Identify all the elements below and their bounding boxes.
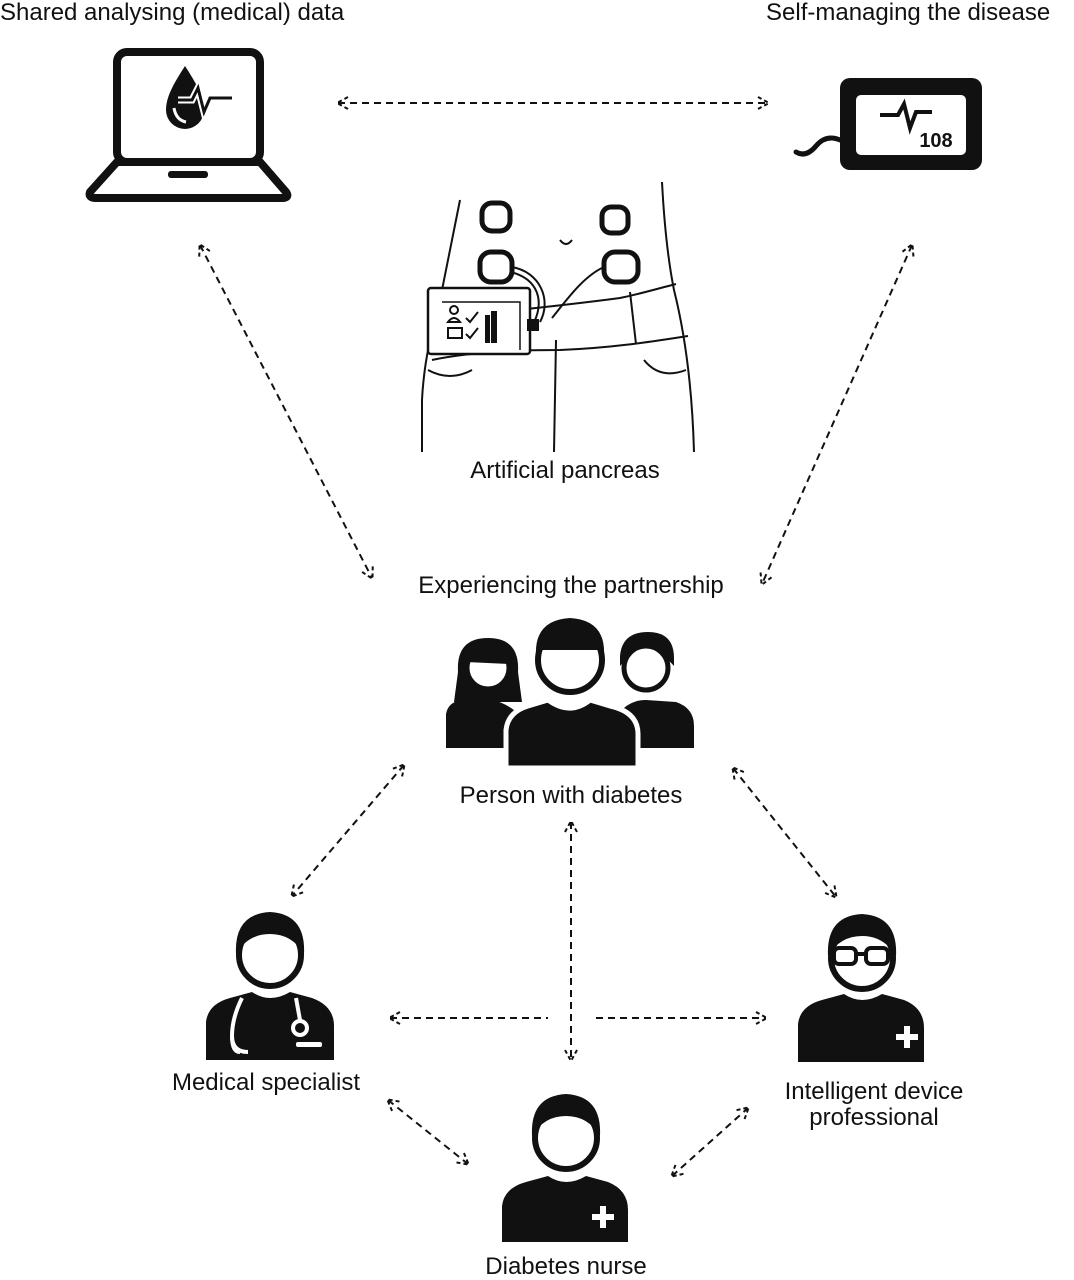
- laptop-icon: [85, 48, 292, 202]
- label-shared-data: Shared analysing (medical) data: [0, 0, 345, 26]
- label-experiencing-partnership: Experiencing the partnership: [418, 572, 724, 599]
- label-self-managing: Self-managing the disease: [766, 0, 1051, 26]
- nurse-icon: [502, 1094, 628, 1242]
- professional-glasses-icon: [798, 914, 924, 1062]
- arrow-nurse-device-professional: [672, 1108, 748, 1176]
- glucose-reading: 108: [919, 130, 952, 152]
- doctor-stethoscope-icon: [206, 912, 334, 1060]
- group-people-icon: [446, 618, 694, 771]
- arrow-person-specialist: [292, 765, 404, 896]
- blood-drop-heartbeat-icon: [166, 66, 232, 129]
- arrow-person-device-professional: [733, 768, 836, 897]
- arrow-specialist-nurse: [388, 1100, 468, 1164]
- label-device-professional-line2: professional: [809, 1104, 939, 1131]
- arrow-laptop-experience: [200, 245, 372, 578]
- connection-arrows: [200, 103, 912, 1176]
- label-artificial-pancreas: Artificial pancreas: [470, 457, 660, 484]
- glucose-monitor-icon: 108: [793, 78, 982, 170]
- arrow-monitor-experience: [762, 245, 912, 584]
- label-person-with-diabetes: Person with diabetes: [459, 782, 683, 809]
- label-device-professional-line1: Intelligent device: [784, 1078, 964, 1105]
- label-medical-specialist: Medical specialist: [171, 1069, 361, 1096]
- label-diabetes-nurse: Diabetes nurse: [485, 1253, 647, 1280]
- artificial-pancreas-body-illustration: [421, 181, 695, 453]
